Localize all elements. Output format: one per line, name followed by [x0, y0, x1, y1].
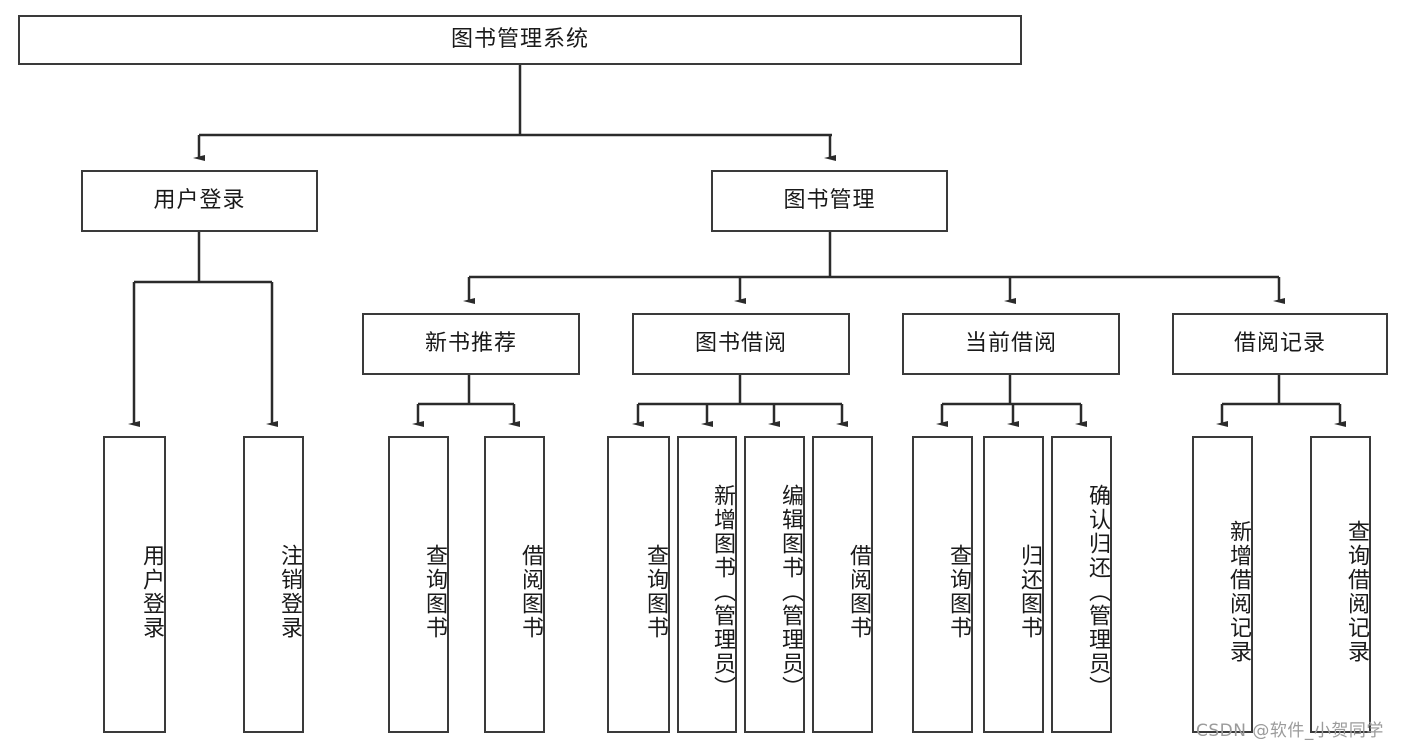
node-leaf-query-record-label: 查询借阅记录	[1344, 519, 1369, 664]
node-leaf-query-book-1[interactable]: 查询图书	[388, 436, 449, 733]
csdn-watermark: CSDN @软件_小贺同学	[1196, 721, 1384, 741]
node-leaf-borrow-book-2[interactable]: 借阅图书	[812, 436, 873, 733]
node-leaf-borrow-book-2-label: 借阅图书	[846, 543, 871, 640]
node-user-login[interactable]: 用户登录	[81, 170, 318, 232]
node-leaf-user-login-label: 用户登录	[139, 543, 164, 640]
node-borrow-record[interactable]: 借阅记录	[1172, 313, 1388, 375]
node-leaf-return-book[interactable]: 归还图书	[983, 436, 1044, 733]
node-leaf-query-book-3-label: 查询图书	[946, 543, 971, 640]
node-new-book-recommend[interactable]: 新书推荐	[362, 313, 580, 375]
node-leaf-confirm-return[interactable]: 确认归还（管理员）	[1051, 436, 1112, 733]
node-leaf-user-login[interactable]: 用户登录	[103, 436, 166, 733]
node-leaf-confirm-return-label: 确认归还（管理员）	[1085, 483, 1110, 700]
node-leaf-logout-label: 注销登录	[277, 543, 302, 640]
node-leaf-edit-book-label: 编辑图书（管理员）	[778, 483, 803, 700]
node-leaf-query-record[interactable]: 查询借阅记录	[1310, 436, 1371, 733]
node-leaf-edit-book[interactable]: 编辑图书（管理员）	[744, 436, 805, 733]
node-leaf-query-book-2-label: 查询图书	[643, 543, 668, 640]
node-leaf-query-book-3[interactable]: 查询图书	[912, 436, 973, 733]
node-leaf-add-book[interactable]: 新增图书（管理员）	[677, 436, 737, 733]
node-leaf-borrow-book-1-label: 借阅图书	[518, 543, 543, 640]
node-leaf-add-record-label: 新增借阅记录	[1226, 519, 1251, 664]
node-leaf-add-record[interactable]: 新增借阅记录	[1192, 436, 1253, 733]
node-book-borrow[interactable]: 图书借阅	[632, 313, 850, 375]
node-current-borrow-label: 当前借阅	[964, 330, 1057, 356]
node-leaf-borrow-book-1[interactable]: 借阅图书	[484, 436, 545, 733]
node-new-book-recommend-label: 新书推荐	[424, 330, 517, 356]
node-leaf-logout[interactable]: 注销登录	[243, 436, 304, 733]
node-book-borrow-label: 图书借阅	[694, 330, 787, 356]
node-root[interactable]: 图书管理系统	[18, 15, 1022, 65]
node-book-management[interactable]: 图书管理	[711, 170, 948, 232]
node-leaf-add-book-label: 新增图书（管理员）	[710, 483, 735, 700]
node-book-management-label: 图书管理	[783, 187, 876, 213]
node-leaf-query-book-2[interactable]: 查询图书	[607, 436, 670, 733]
node-leaf-query-book-1-label: 查询图书	[422, 543, 447, 640]
node-root-label: 图书管理系统	[450, 26, 589, 52]
node-leaf-return-book-label: 归还图书	[1017, 543, 1042, 640]
node-user-login-label: 用户登录	[153, 187, 246, 213]
node-borrow-record-label: 借阅记录	[1233, 330, 1326, 356]
node-current-borrow[interactable]: 当前借阅	[902, 313, 1120, 375]
